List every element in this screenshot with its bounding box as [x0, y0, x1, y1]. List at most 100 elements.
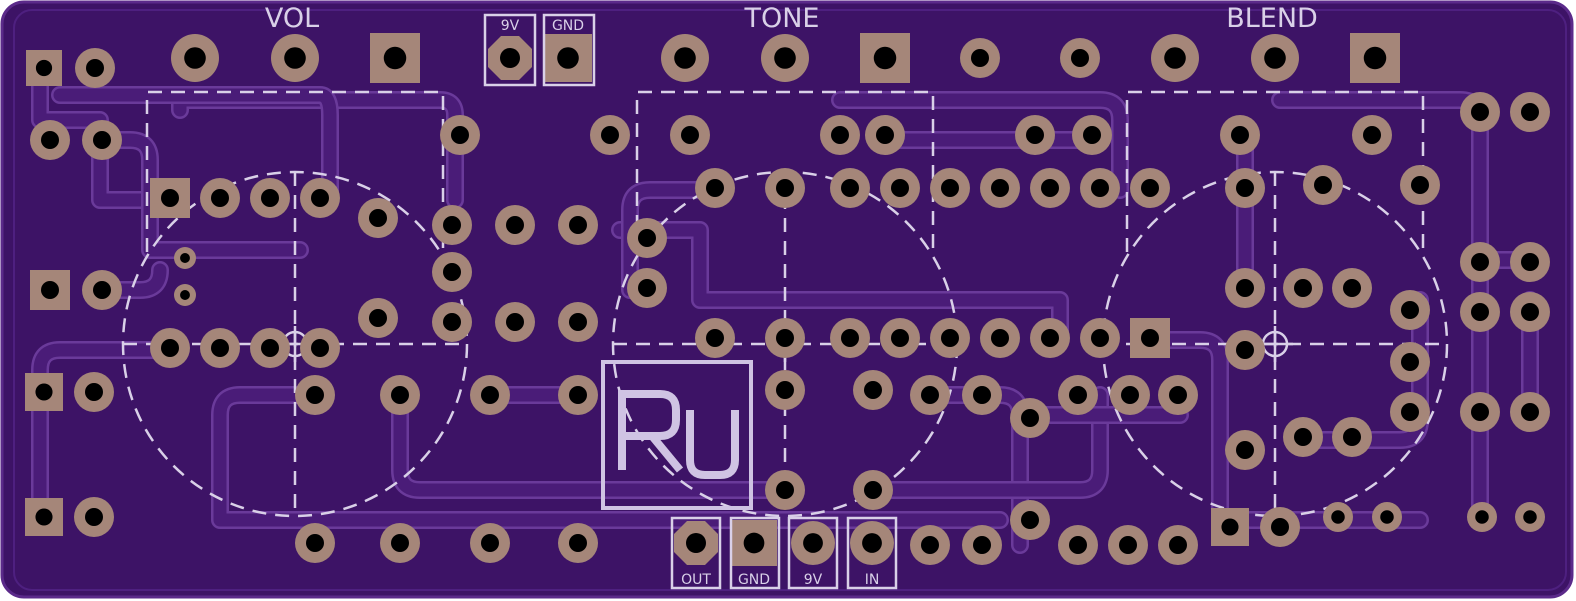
bottom-header-box-1	[729, 516, 781, 590]
round-pad-36-hole	[1083, 126, 1101, 144]
trace-3	[33, 343, 177, 527]
round-pad-46-hole	[991, 179, 1009, 197]
round-pad-61-hole	[1041, 329, 1059, 347]
trace-15	[863, 388, 1107, 497]
pot-bracket-0	[145, 90, 445, 252]
pot-bracket-1	[635, 90, 935, 252]
round-pad-80-hole	[1343, 428, 1361, 446]
round-pad-6-hole	[369, 209, 387, 227]
round-pad-8-hole	[506, 216, 524, 234]
round-pad-91-hole	[921, 536, 939, 554]
round-pad-28-hole	[481, 534, 499, 552]
round-pad-34-hole	[876, 126, 894, 144]
round-pad-27-hole	[391, 534, 409, 552]
bottom-pad-out-hole	[686, 533, 706, 553]
trace-6	[833, 93, 1127, 197]
label-bottom-gnd: GND	[738, 572, 770, 588]
square-pad-6-hole	[1221, 518, 1239, 536]
header-outlines	[483, 13, 898, 590]
round-pad-76-hole	[1401, 403, 1419, 421]
round-pad-19-hole	[211, 339, 229, 357]
round-pad-11-hole	[369, 309, 387, 327]
round-pad-82-hole	[1521, 103, 1539, 121]
small-pad-r-1-hole	[1380, 510, 1394, 524]
round-pad-95-hole	[1119, 536, 1137, 554]
round-pad-51-hole	[1314, 176, 1332, 194]
square-pad-2-hole	[41, 281, 59, 299]
pot-pin-square-0-hole	[383, 46, 407, 70]
round-pad-45-hole	[941, 179, 959, 197]
pot-pin-square-1-hole	[873, 46, 897, 70]
pot-pin-2-hole	[674, 47, 696, 69]
round-pad-73-hole	[1343, 279, 1361, 297]
round-pad-2-hole	[93, 131, 111, 149]
small-pad-0-hole	[180, 253, 190, 263]
round-pad-70-hole	[1021, 409, 1039, 427]
pot-pin-1-hole	[284, 47, 306, 69]
round-pad-12-hole	[443, 313, 461, 331]
round-pad-33-hole	[831, 126, 849, 144]
bottom-pad-in-hole	[862, 533, 882, 553]
round-pad-9-hole	[569, 216, 587, 234]
round-pad-32-hole	[681, 126, 699, 144]
pads	[25, 33, 1550, 566]
small-pad-r-3-hole	[1523, 510, 1537, 524]
round-pad-69-hole	[1169, 386, 1187, 404]
trace-5	[613, 223, 1067, 347]
round-pad-37-hole	[1231, 126, 1249, 144]
pot-pin-3-hole	[774, 47, 796, 69]
round-pad-78-hole	[1236, 441, 1254, 459]
round-pad-57-hole	[841, 329, 859, 347]
trace-9	[623, 183, 707, 297]
round-pad-64-hole	[864, 381, 882, 399]
round-pad-59-hole	[941, 329, 959, 347]
round-pad-7-hole	[443, 216, 461, 234]
logo-icon	[601, 360, 753, 510]
pot-pin-square-2-hole	[1363, 46, 1387, 70]
label-bottom-out: OUT	[681, 572, 711, 588]
round-pad-63-hole	[776, 381, 794, 399]
round-pad-49-hole	[1141, 179, 1159, 197]
trace-7	[1143, 333, 1227, 527]
board-inner-border	[13, 9, 1567, 591]
bottom-header-box-3	[846, 516, 898, 590]
label-vol: VOL	[265, 3, 319, 34]
trace-4	[53, 88, 337, 207]
trace-11	[393, 388, 787, 497]
round-pad-54-hole	[638, 279, 656, 297]
round-pad-72-hole	[1294, 279, 1312, 297]
top-pad-gnd-hole	[557, 47, 579, 69]
square-pad-3-hole	[35, 383, 53, 401]
round-pad-77-hole	[1236, 341, 1254, 359]
round-pad-85-hole	[1471, 303, 1489, 321]
trace-2	[173, 93, 462, 207]
round-pad-29-hole	[569, 534, 587, 552]
round-pad-44-hole	[891, 179, 909, 197]
label-top-gnd: GND	[552, 18, 584, 34]
round-pad-58-hole	[891, 329, 909, 347]
round-pad-56-hole	[776, 329, 794, 347]
round-pad-88-hole	[1521, 403, 1539, 421]
round-pad-16-hole	[85, 383, 103, 401]
round-pad-90-hole	[864, 481, 882, 499]
round-pad-81-hole	[1471, 103, 1489, 121]
round-pad-65-hole	[921, 386, 939, 404]
pot-pin-5-hole	[1264, 47, 1286, 69]
round-pad-96-hole	[1169, 536, 1187, 554]
round-pad-42-hole	[776, 179, 794, 197]
round-pad-0-hole	[86, 59, 104, 77]
round-pad-15-hole	[93, 281, 111, 299]
round-pad-66-hole	[973, 386, 991, 404]
top-header-box-0	[483, 13, 537, 87]
round-pad-68-hole	[1121, 386, 1139, 404]
bottom-pad-9v-hole	[803, 533, 823, 553]
label-tone: TONE	[743, 3, 819, 34]
round-pad-47-hole	[1041, 179, 1059, 197]
round-pad-5-hole	[311, 189, 329, 207]
small-pad-r-0-hole	[1331, 510, 1345, 524]
round-pad-21-hole	[311, 339, 329, 357]
square-pad-0-hole	[35, 59, 53, 77]
label-top-9v: 9V	[501, 18, 520, 34]
round-pad-30-hole	[451, 126, 469, 144]
